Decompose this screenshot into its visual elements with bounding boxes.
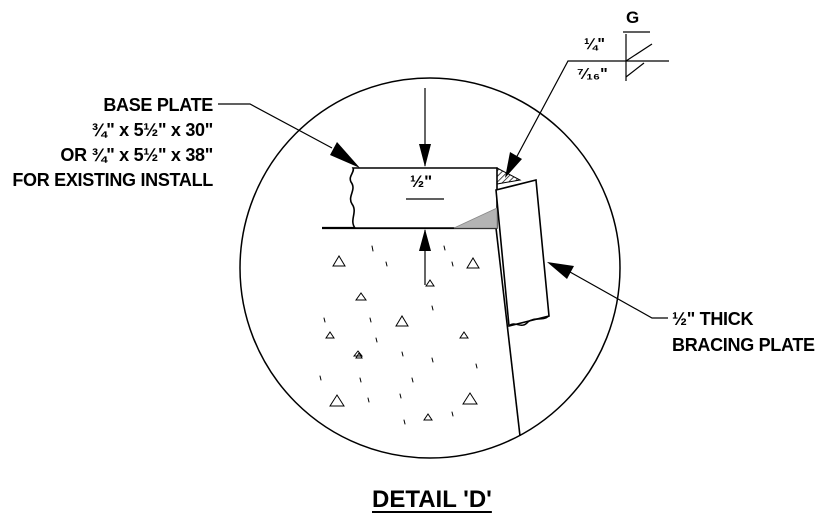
weld-leader	[514, 60, 669, 161]
base-plate	[349, 167, 498, 229]
base-plate-label-line2: ¾" x 5½" x 30"	[91, 120, 214, 140]
weld-symbol-diagonal	[625, 43, 653, 62]
dimension-arrow-down	[419, 144, 431, 167]
detail-circle	[239, 77, 621, 459]
base-plate-label-line1: BASE PLATE	[103, 95, 213, 115]
base-plate-leader	[218, 103, 333, 149]
detail-title: DETAIL 'D'	[372, 486, 492, 513]
bracing-plate	[495, 178, 550, 328]
weld-leader-arrow	[505, 152, 522, 178]
bracing-plate-label-line1: ½" THICK	[672, 309, 754, 329]
weld-symbol-diagonal-lower	[625, 62, 645, 78]
weld-bottom-size: ⁷⁄₁₆"	[577, 66, 608, 83]
bottom-fillet-weld	[453, 207, 498, 229]
base-plate-label-line3: OR ¾" x 5½" x 38"	[60, 145, 213, 165]
bracing-plate-label: ½" THICK BRACING PLATE	[672, 308, 815, 356]
dimension-arrow-up	[419, 229, 431, 251]
concrete-specks	[319, 245, 478, 425]
gap-dimension-label: ½"	[410, 172, 433, 191]
bracing-plate-leader-arrow	[547, 262, 574, 279]
base-plate-leader-arrow	[330, 142, 360, 168]
base-plate-label: BASE PLATE ¾" x 5½" x 30" OR ¾" x 5½" x …	[12, 94, 213, 191]
concrete-aggregate	[325, 255, 480, 421]
base-plate-label-line4: FOR EXISTING INSTALL	[12, 170, 213, 190]
concrete-edge-line	[495, 227, 521, 437]
weld-top-size: ¼"	[584, 36, 605, 53]
bracing-plate-leader	[569, 271, 668, 319]
weld-symbol-letter: G	[626, 8, 640, 27]
bracing-plate-break	[508, 315, 550, 327]
bracing-plate-label-line2: BRACING PLATE	[672, 335, 815, 355]
